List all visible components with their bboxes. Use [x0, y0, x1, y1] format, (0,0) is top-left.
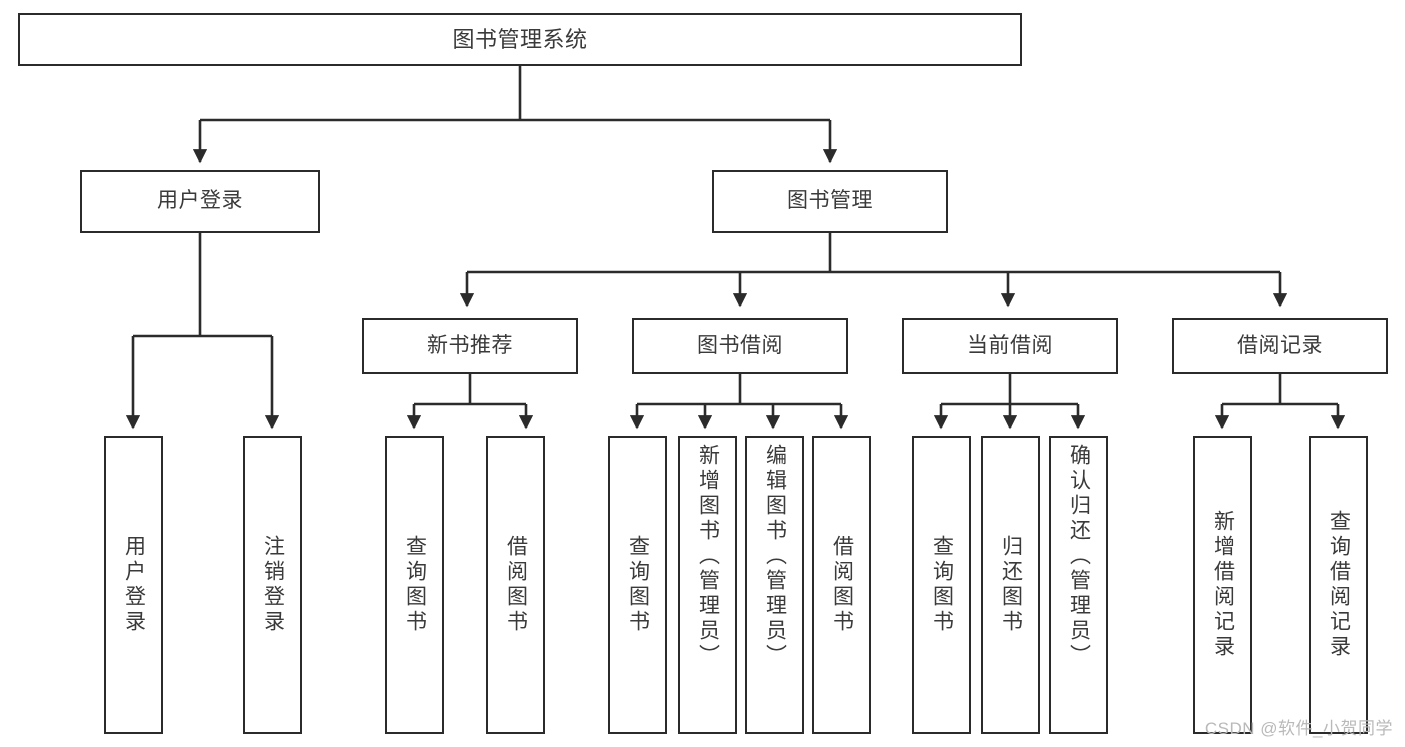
node-leaf-newbook-query-book[interactable]: 查询图书: [385, 436, 444, 734]
node-leaf-bookborrow-add-book-admin[interactable]: 新增图书（管理员）: [678, 436, 737, 734]
node-book-borrow-label: 图书借阅: [697, 333, 783, 357]
node-book-borrow[interactable]: 图书借阅: [632, 318, 848, 374]
node-leaf-currentborrow-confirm-return-admin[interactable]: 确认归还（管理员）: [1049, 436, 1108, 734]
node-leaf-label: 归还图书: [999, 535, 1023, 635]
node-leaf-label: 注销登录: [261, 535, 285, 635]
node-user-login-label: 用户登录: [157, 189, 243, 213]
node-current-borrow[interactable]: 当前借阅: [902, 318, 1118, 374]
node-leaf-label: 确认归还（管理员）: [1067, 444, 1091, 669]
node-leaf-label: 编辑图书（管理员）: [763, 444, 787, 669]
node-leaf-currentborrow-query-book[interactable]: 查询图书: [912, 436, 971, 734]
node-leaf-label: 用户登录: [122, 535, 146, 635]
node-leaf-newbook-borrow-book[interactable]: 借阅图书: [486, 436, 545, 734]
node-leaf-label: 借阅图书: [504, 535, 528, 635]
node-new-book-recommend[interactable]: 新书推荐: [362, 318, 578, 374]
node-book-management[interactable]: 图书管理: [712, 170, 948, 233]
node-leaf-label: 新增借阅记录: [1211, 510, 1235, 660]
node-root-library-system[interactable]: 图书管理系统: [18, 13, 1022, 66]
node-leaf-label: 查询图书: [403, 535, 427, 635]
node-leaf-bookborrow-query-book[interactable]: 查询图书: [608, 436, 667, 734]
node-user-login[interactable]: 用户登录: [80, 170, 320, 233]
node-borrow-record[interactable]: 借阅记录: [1172, 318, 1388, 374]
node-leaf-bookborrow-edit-book-admin[interactable]: 编辑图书（管理员）: [745, 436, 804, 734]
node-book-management-label: 图书管理: [787, 189, 873, 213]
csdn-watermark: CSDN @软件_小贺同学: [1204, 719, 1393, 738]
node-leaf-label: 新增图书（管理员）: [696, 444, 720, 669]
node-leaf-bookborrow-borrow-book[interactable]: 借阅图书: [812, 436, 871, 734]
node-leaf-user-login-signout[interactable]: 注销登录: [243, 436, 302, 734]
node-new-book-recommend-label: 新书推荐: [427, 333, 513, 357]
node-leaf-label: 查询图书: [626, 535, 650, 635]
node-root-label: 图书管理系统: [452, 26, 588, 52]
node-borrow-record-label: 借阅记录: [1237, 333, 1323, 357]
node-leaf-currentborrow-return-book[interactable]: 归还图书: [981, 436, 1040, 734]
node-current-borrow-label: 当前借阅: [967, 333, 1053, 357]
node-leaf-user-login-signin[interactable]: 用户登录: [104, 436, 163, 734]
node-leaf-label: 借阅图书: [830, 535, 854, 635]
node-leaf-borrowrecord-query-record[interactable]: 查询借阅记录: [1309, 436, 1368, 734]
node-leaf-borrowrecord-add-record[interactable]: 新增借阅记录: [1193, 436, 1252, 734]
node-leaf-label: 查询图书: [930, 535, 954, 635]
node-leaf-label: 查询借阅记录: [1327, 510, 1351, 660]
